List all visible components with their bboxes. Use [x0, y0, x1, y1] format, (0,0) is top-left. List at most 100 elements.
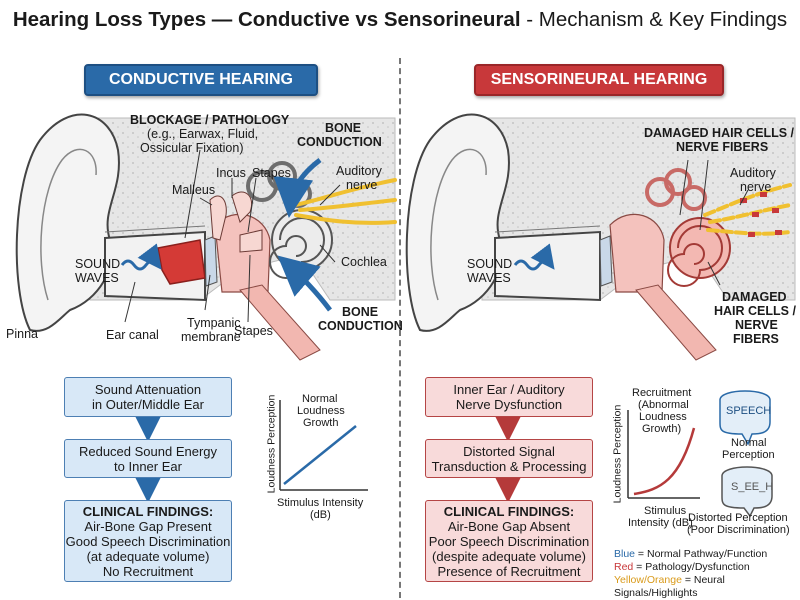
right-auditory-label-1: Auditory: [730, 166, 776, 180]
speech-distorted-bubble-text: S_EE_H: [731, 481, 774, 493]
left-finding-3: (at adequate volume): [86, 548, 210, 564]
damaged-bottom-label-4: FIBERS: [733, 332, 779, 346]
left-findings-heading: CLINICAL FINDINGS:: [82, 503, 214, 519]
title-sub: - Mechanism & Key Findings: [520, 8, 788, 31]
left-finding-2: Good Speech Discrimination: [65, 533, 231, 549]
auditory-nerve-label-1: Auditory: [336, 164, 382, 178]
damaged-bottom-label-1: DAMAGED: [722, 290, 787, 304]
right-sound-wave: [513, 243, 555, 271]
right-graph-curve-label-1: Recruitment: [632, 387, 692, 399]
right-finding-1: Air-Bone Gap Absent: [447, 518, 571, 534]
title-main: Hearing Loss Types — Conductive vs Senso…: [12, 8, 521, 31]
speech-distorted-caption-2: (Poor Discrimination): [687, 524, 790, 536]
legend-red-text: = Pathology/Dysfunction: [633, 561, 750, 573]
right-graph-curve-label-2: (Abnormal: [638, 399, 689, 411]
bone-conduction-top-2: CONDUCTION: [297, 135, 382, 149]
sound-waves-label-1: SOUND: [75, 257, 121, 271]
left-flow-box-2: Reduced Sound Energy to Inner Ear: [64, 439, 232, 478]
left-graph-curve-label-2: Loudness: [297, 405, 345, 417]
legend-blue-text: = Normal Pathway/Function: [635, 548, 768, 560]
legend-blue: Blue = Normal Pathway/Function: [614, 548, 800, 561]
left-flow-box-1: Sound Attenuation in Outer/Middle Ear: [64, 377, 232, 417]
legend-yellow: Yellow/Orange = Neural Signals/Highlight…: [614, 574, 800, 600]
left-stapes: [239, 229, 263, 253]
speech-normal-caption-2: Perception: [722, 449, 775, 461]
blockage-title: BLOCKAGE / PATHOLOGY: [130, 113, 290, 127]
left-graph-y-label: Loudness Perception: [265, 394, 278, 494]
left-bone-arrow-bottom: [277, 255, 332, 312]
sensorineural-banner: SENSORINEURAL HEARING LOSS: [474, 64, 724, 116]
right-finding-4: Presence of Recruitment: [437, 563, 581, 579]
right-graph-curve-label-4: Growth): [642, 423, 682, 435]
right-flow-box-1-line-2: Nerve Dysfunction: [455, 397, 563, 412]
damaged-top-label-1: DAMAGED HAIR CELLS /: [644, 126, 794, 140]
damaged-top-label-2: NERVE FIBERS: [676, 140, 769, 154]
right-graph-recruitment-curve: [633, 427, 696, 496]
left-loudness-graph: [279, 400, 368, 491]
legend-red-key: Red: [614, 561, 634, 573]
left-tympanic-membrane: [204, 235, 218, 287]
color-legend: Blue = Normal Pathway/Function Red = Pat…: [614, 548, 800, 600]
left-flow-box-2-line-2: to Inner Ear: [114, 458, 182, 474]
ear-canal-label: Ear canal: [106, 328, 159, 342]
right-flow-box-1-line-1: Inner Ear / Auditory: [453, 382, 565, 397]
right-graph-y-label: Loudness Perception: [611, 404, 624, 504]
damaged-bottom-label-3: NERVE: [735, 318, 778, 332]
left-ear-anatomy: [15, 113, 397, 361]
bone-conduction-top-1: BONE: [325, 121, 362, 135]
blockage-sub-2: Ossicular Fixation): [140, 141, 244, 155]
right-graph-x-label-1: Stimulus: [644, 505, 687, 517]
left-sound-wave: [120, 243, 162, 271]
right-graph-curve-label-3: Loudness: [639, 411, 687, 423]
right-flow-box-2-line-1: Distorted Signal: [463, 443, 555, 459]
conductive-banner: CONDUCTIVE HEARING LOSS: [84, 64, 318, 116]
right-sound-waves-label-1: SOUND: [467, 257, 513, 271]
speech-distorted-caption-1: Distorted Perception: [688, 512, 788, 524]
right-eustachian: [635, 284, 717, 361]
left-eustachian: [239, 284, 321, 361]
right-semicircular-canals: [645, 168, 707, 211]
tympanic-label-1: Tympanic: [187, 316, 241, 330]
left-graph-curve-label-1: Normal: [302, 393, 338, 405]
right-flow-box-2: Distorted Signal Transduction & Processi…: [425, 439, 593, 478]
left-incus: [231, 191, 252, 223]
right-findings-heading: CLINICAL FINDINGS:: [443, 503, 575, 519]
right-ear-anatomy: [405, 113, 796, 361]
left-graph-x-label-2: (dB): [310, 509, 331, 521]
left-bone-arrow-top: [273, 158, 322, 218]
right-middle-ear: [609, 213, 665, 293]
left-flow-box-1-line-2: in Outer/Middle Ear: [92, 397, 204, 412]
legend-yellow-key: Yellow/Orange: [614, 574, 682, 586]
legend-red: Red = Pathology/Dysfunction: [614, 561, 800, 574]
malleus-label: Malleus: [172, 183, 216, 197]
cochlea-label: Cochlea: [341, 255, 387, 269]
tympanic-label-2: membrane: [181, 330, 241, 344]
sound-waves-label-2: WAVES: [75, 271, 119, 285]
right-graph-x-label-2: Intensity (dB): [628, 517, 693, 529]
damaged-bottom-label-2: HAIR CELLS /: [714, 304, 796, 318]
legend-blue-key: Blue: [614, 548, 636, 560]
right-sound-waves-label-2: WAVES: [467, 271, 511, 285]
legend-yellow-text: = Neural Signals/Highlights: [614, 574, 725, 599]
left-graph-curve-label-3: Growth: [303, 417, 339, 429]
right-flow-box-1: Inner Ear / Auditory Nerve Dysfunction: [425, 377, 593, 417]
stapes-bottom-label: Stapes: [234, 324, 273, 338]
left-malleus: [209, 195, 227, 241]
pinna-label: Pinna: [6, 327, 38, 341]
left-clinical-findings: CLINICAL FINDINGS: Air-Bone Gap Present …: [64, 500, 232, 582]
blockage-sub-1: (e.g., Earwax, Fluid,: [147, 127, 259, 141]
bone-conduction-bottom-1: BONE: [342, 305, 379, 319]
incus-label: Incus: [216, 166, 246, 180]
left-flow-box-2-line-1: Reduced Sound Energy: [78, 443, 218, 459]
left-graph-x-label-1: Stimulus Intensity: [277, 497, 364, 509]
speech-distorted-bubble-shape: [721, 466, 773, 518]
right-tympanic-membrane: [599, 235, 613, 287]
speech-normal-caption-1: Normal: [731, 437, 767, 449]
bone-conduction-bottom-2: CONDUCTION: [318, 319, 403, 333]
right-loudness-graph: [627, 410, 700, 499]
stapes-top-label: Stapes: [252, 166, 291, 180]
right-finding-2: Poor Speech Discrimination: [428, 533, 590, 549]
left-graph-normal-line: [283, 425, 357, 485]
right-cochlea: [667, 217, 731, 287]
